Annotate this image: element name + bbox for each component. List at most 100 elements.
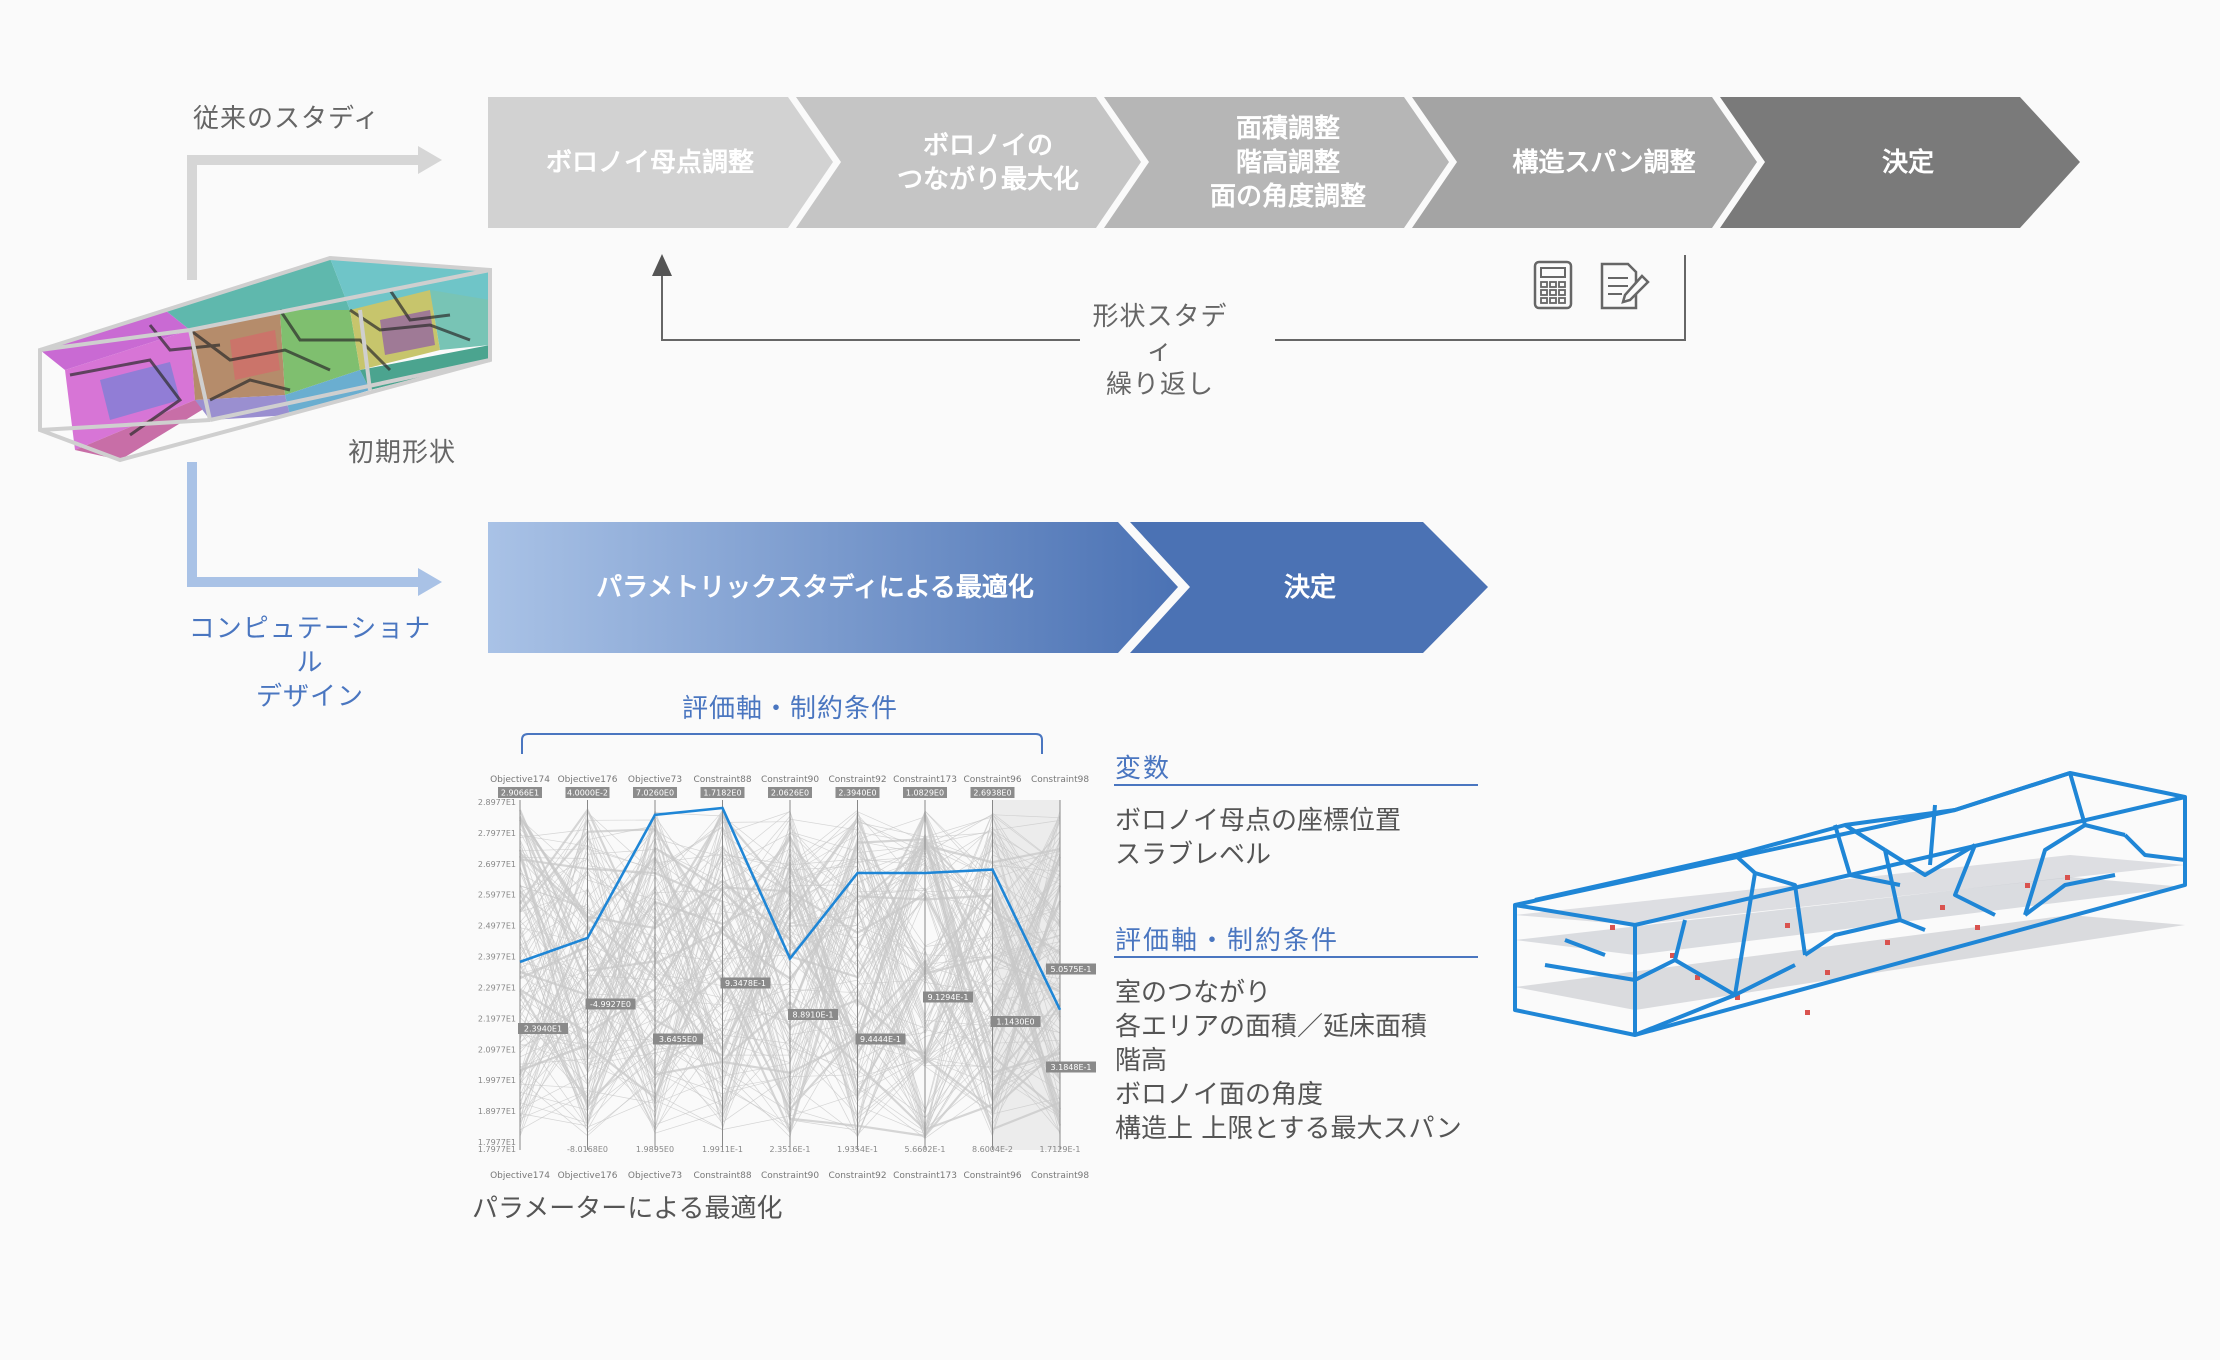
axis-top-value: 1.0829E0 xyxy=(906,789,944,798)
axis-bottom-value: 2.3516E-1 xyxy=(769,1145,810,1154)
axis-bottom-label: Objective174 xyxy=(490,1171,550,1181)
highlight-value-bg xyxy=(720,977,771,989)
parallel-coordinates-chart: Objective174Objective1742.9066E11.7977E1… xyxy=(478,775,1096,1181)
initial-shape-label: 初期形状 xyxy=(348,438,457,468)
computational-flow-arrow xyxy=(187,462,442,596)
axis-top-value-bg xyxy=(970,787,1015,798)
calculator-icon xyxy=(1533,260,1573,310)
axis-bottom-value: 5.6602E-1 xyxy=(904,1145,945,1154)
axis-top-value: 2.9066E1 xyxy=(501,789,539,798)
y-tick-label: 1.8977E1 xyxy=(478,1107,516,1116)
y-tick-label: 2.4977E1 xyxy=(478,922,516,931)
axis-top-value-bg xyxy=(633,787,677,798)
stage-chevron-2 xyxy=(796,97,1141,228)
document-edit-icon xyxy=(1600,262,1650,310)
axis-top-label: Constraint98 xyxy=(1031,775,1089,785)
axis-top-label: Constraint90 xyxy=(761,775,819,785)
evaluation-bracket-label: 評価軸・制約条件 xyxy=(681,694,898,724)
axis-bottom-label: Constraint173 xyxy=(893,1171,957,1181)
highlight-value: 1.1430E0 xyxy=(996,1018,1034,1027)
axis-bottom-label: Constraint98 xyxy=(1031,1171,1089,1181)
axis-bottom-label: Constraint90 xyxy=(761,1171,819,1181)
highlight-value: 3.1848E-1 xyxy=(1050,1063,1091,1072)
axis-top-label: Constraint92 xyxy=(828,775,886,785)
variables-divider xyxy=(1114,784,1478,786)
y-tick-label: 1.9977E1 xyxy=(478,1076,516,1085)
traditional-study-label: 従来のスタディ xyxy=(193,104,381,134)
criteria-divider xyxy=(1114,956,1478,958)
traditional-stage-row xyxy=(488,97,2080,228)
axis-top-value-bg xyxy=(903,787,947,798)
axis-bottom-value: 1.9911E-1 xyxy=(702,1145,743,1154)
axis-top-value: 1.7182E0 xyxy=(703,789,741,798)
highlight-value: 9.3478E-1 xyxy=(725,979,766,988)
highlight-value-bg xyxy=(518,1023,568,1034)
axis-bottom-value: 8.6004E-2 xyxy=(972,1145,1013,1154)
y-tick-label: 2.1977E1 xyxy=(478,1014,516,1023)
highlight-value-bg xyxy=(585,998,636,1010)
stage-4-label: 構造スパン調整 xyxy=(1512,148,1696,178)
axis-top-value: 2.0626E0 xyxy=(771,789,809,798)
stage-chevron-3 xyxy=(1104,97,1449,228)
axis-bottom-value: -8.0168E0 xyxy=(567,1145,608,1154)
axis-top-value-bg xyxy=(498,787,542,798)
highlight-value: 9.4444E-1 xyxy=(860,1035,901,1044)
highlight-value-bg xyxy=(653,1033,703,1045)
loop-label: 形状スタディ 繰り返し xyxy=(1092,302,1228,400)
axis-top-value-bg xyxy=(700,787,745,798)
variables-heading: 変数 xyxy=(1115,754,1172,784)
y-tick-label: 1.7977E1 xyxy=(478,1138,516,1147)
highlight-value-bg xyxy=(923,991,973,1003)
highlight-value: 8.8910E-1 xyxy=(792,1011,833,1020)
axis-top-value-bg xyxy=(835,787,880,798)
y-tick-label: 2.3977E1 xyxy=(478,953,516,962)
y-tick-label: 2.6977E1 xyxy=(478,860,516,869)
axis-bottom-label: Constraint96 xyxy=(963,1171,1021,1181)
axis-bottom-value: 1.7977E1 xyxy=(478,1145,516,1154)
y-tick-label: 2.5977E1 xyxy=(478,891,516,900)
stage-1-label: ボロノイ母点調整 xyxy=(545,148,754,178)
axis-top-label: Constraint88 xyxy=(693,775,751,785)
stage-chevron-1 xyxy=(488,97,833,228)
highlight-value-bg xyxy=(1046,1061,1096,1073)
axis-top-value-bg xyxy=(768,787,812,798)
axis-top-value: 7.0260E0 xyxy=(636,789,674,798)
variables-list: ボロノイ母点の座標位置 スラブレベル xyxy=(1115,806,1402,870)
decision-stage-label: 決定 xyxy=(1283,573,1336,603)
initial-shape-model xyxy=(38,255,492,463)
axis-top-value: 2.3940E0 xyxy=(838,789,876,798)
axis-top-label: Objective176 xyxy=(558,775,618,785)
axis-bottom-value: 1.7129E-1 xyxy=(1039,1145,1080,1154)
highlight-value-bg xyxy=(1046,963,1096,975)
highlight-value: -4.9927E0 xyxy=(590,1000,631,1009)
axis-bottom-label: Constraint88 xyxy=(693,1171,751,1181)
stage-5-label: 決定 xyxy=(1881,148,1934,178)
axis-top-label: Constraint96 xyxy=(963,775,1021,785)
chart-caption: パラメーターによる最適化 xyxy=(472,1194,783,1224)
highlight-value: 3.6455E0 xyxy=(659,1035,697,1044)
axis-top-value: 2.6938E0 xyxy=(973,789,1011,798)
stage-chevron-4 xyxy=(1412,97,1757,228)
y-tick-label: 2.7977E1 xyxy=(478,829,516,838)
axis-top-value-bg xyxy=(565,787,610,798)
highlight-value-bg xyxy=(990,1016,1041,1027)
highlight-value: 9.1294E-1 xyxy=(927,993,968,1002)
axis-bottom-label: Objective176 xyxy=(558,1171,618,1181)
axis-bottom-label: Objective73 xyxy=(628,1171,682,1181)
highlight-series-line xyxy=(519,806,1062,1011)
axis-bottom-value: 1.9354E-1 xyxy=(837,1145,878,1154)
axis-bottom-value: 1.9895E0 xyxy=(636,1145,674,1154)
optimization-chevron xyxy=(488,522,1178,653)
highlight-value-bg xyxy=(788,1009,838,1020)
evaluation-bracket xyxy=(521,733,1043,754)
axis-top-label: Constraint173 xyxy=(893,775,957,785)
decision-chevron xyxy=(1130,522,1488,653)
axis-top-label: Objective73 xyxy=(628,775,682,785)
wireframe-model xyxy=(1513,771,2187,1037)
optimization-stage-label: パラメトリックスタディによる最適化 xyxy=(596,573,1034,603)
computational-stage-row xyxy=(488,522,1488,653)
loop-back-arrow xyxy=(652,254,1686,341)
highlight-value-bg xyxy=(855,1033,906,1045)
y-tick-label: 2.8977E1 xyxy=(478,798,516,807)
highlight-value: 5.0575E-1 xyxy=(1050,965,1091,974)
